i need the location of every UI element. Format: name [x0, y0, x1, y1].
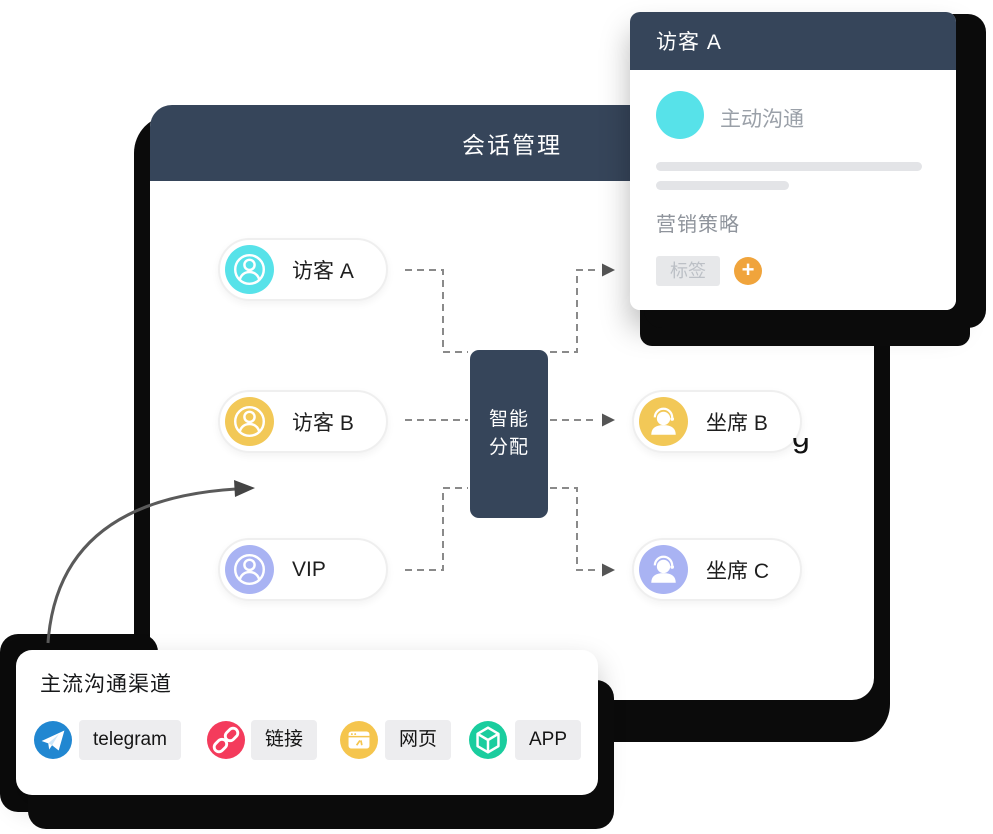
telegram-icon[interactable] — [34, 721, 72, 759]
node-agent-b[interactable]: 坐席 B — [632, 390, 802, 453]
node-visitor-a[interactable]: 访客 A — [218, 238, 388, 301]
status-label: 主动沟通 — [720, 108, 804, 131]
channel-label-web[interactable]: 网页 — [385, 720, 452, 760]
add-tag-button[interactable]: + — [734, 257, 762, 285]
channel-label-link[interactable]: 链接 — [251, 720, 318, 760]
channels-title: 主流沟通渠道 — [40, 673, 172, 696]
node-label: 坐席 B — [706, 411, 768, 435]
node-visitor-b[interactable]: 访客 B — [218, 390, 388, 453]
stray-glyph-g-descender: g — [792, 438, 822, 464]
node-label: 访客 B — [292, 411, 354, 435]
visitor-icon — [225, 245, 274, 294]
node-label: 访客 A — [292, 259, 354, 283]
section-label: 营销策略 — [656, 214, 740, 236]
agent-icon — [639, 397, 688, 446]
popup-title: 访客 A — [656, 31, 722, 54]
page-title: 会话管理 — [462, 132, 562, 158]
tag-badge[interactable]: 标签 — [656, 256, 720, 286]
channel-label-telegram[interactable]: telegram — [79, 720, 181, 760]
link-icon[interactable] — [207, 721, 245, 759]
channel-label-app[interactable]: APP — [515, 720, 582, 760]
skeleton-bar-2 — [656, 181, 789, 190]
popup-body: 主动沟通 营销策略 标签 + — [630, 70, 956, 310]
webpage-icon[interactable] — [340, 721, 378, 759]
node-agent-c[interactable]: 坐席 C — [632, 538, 802, 601]
node-label: 坐席 C — [706, 559, 769, 583]
channels-card: 主流沟通渠道 telegram 链接 — [16, 650, 598, 795]
node-label: VIP — [292, 557, 326, 581]
skeleton-bar-1 — [656, 162, 922, 171]
app-cube-icon[interactable] — [469, 721, 507, 759]
avatar — [656, 91, 704, 139]
popup-header: 访客 A — [630, 12, 956, 70]
smart-distribution-hub: 智能 分配 — [470, 350, 548, 518]
visitor-icon — [225, 545, 274, 594]
visitor-detail-popup: 访客 A 主动沟通 营销策略 标签 + — [630, 12, 956, 310]
visitor-icon — [225, 397, 274, 446]
agent-icon — [639, 545, 688, 594]
node-vip[interactable]: VIP — [218, 538, 388, 601]
